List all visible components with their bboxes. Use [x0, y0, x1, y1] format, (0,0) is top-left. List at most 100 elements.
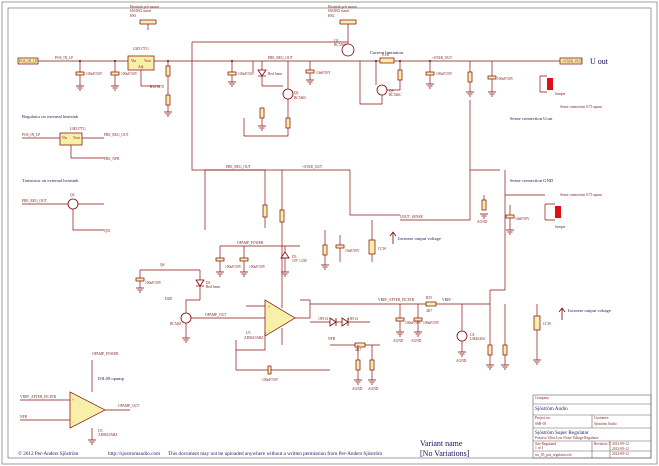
opamp-power-net: OPAMP_POWER — [237, 241, 264, 245]
vref-after-net2: VREF_AFTER_FILTER — [20, 395, 57, 399]
website: http://sjostromaudio.com — [108, 451, 160, 457]
opamp-out-net2: OPAMP_OUT — [118, 404, 140, 408]
led-value: Red 3mm — [268, 72, 282, 76]
drawn-file: ssr_05_pos_regulator.sch — [535, 453, 572, 457]
vref-net: VREF — [442, 298, 451, 302]
svg-text:AGND: AGND — [352, 387, 363, 391]
page-number: 1 of 1 — [535, 446, 544, 450]
svg-text:+: + — [72, 398, 74, 402]
svg-text:Vout: Vout — [144, 59, 151, 63]
j1-connector — [547, 78, 553, 90]
svg-text:100uF/50V: 100uF/50V — [225, 265, 242, 269]
svg-text:10nF/50V: 10nF/50V — [316, 71, 331, 75]
pre-reg-out-net2: PRE_REG_OUT — [226, 165, 252, 169]
svg-text:10nF/50V: 10nF/50V — [515, 217, 530, 221]
u1-label: LM317TG — [133, 47, 149, 51]
star-out-net2: +STAR_OUT — [302, 165, 323, 169]
svg-text:Vin: Vin — [62, 136, 67, 140]
svg-text:BC546C: BC546C — [170, 322, 183, 326]
svg-text:100uF/50V: 100uF/50V — [423, 321, 440, 325]
svg-text:−: − — [72, 421, 74, 425]
c-in2 — [110, 71, 120, 76]
svg-text:PRE_NFB: PRE_NFB — [104, 157, 120, 161]
doc-desc2: Site Regulated — [535, 442, 556, 446]
customer-label: Customer: — [594, 416, 609, 420]
pot2 — [533, 315, 541, 331]
c-gnd-sense — [505, 214, 515, 219]
svg-text:AGND: AGND — [368, 387, 379, 391]
vref-after-net: VREF_AFTER_FILTER — [378, 298, 415, 302]
r-agnd2 — [369, 359, 375, 371]
svg-text:BC546C: BC546C — [389, 93, 402, 97]
heatsink1b-label: 6561BG stand — [130, 9, 151, 13]
transistor-ext-title: Transistor on external heatsink — [22, 178, 79, 183]
svg-text:CCW: CCW — [378, 247, 387, 251]
svg-text:R12 M78: R12 M78 — [150, 85, 164, 89]
svg-text:AGND: AGND — [456, 359, 467, 363]
r-pot1 — [322, 244, 328, 256]
svg-text:Red 3mm: Red 3mm — [206, 285, 220, 289]
r-mid1 — [262, 204, 268, 218]
c-in1 — [75, 71, 85, 76]
dil08-title: DIL08 opamp — [98, 376, 125, 381]
heatsink2-label: Heatsink pcb mount — [328, 5, 357, 9]
svg-text:PRE_REG_OUT: PRE_REG_OUT — [22, 199, 48, 203]
c-pre1 — [227, 71, 237, 76]
date-3: 2012-09-12 — [612, 452, 629, 456]
svg-text:100uF/50V: 100uF/50V — [405, 321, 422, 325]
svg-text:10nF/50V: 10nF/50V — [345, 249, 360, 253]
u4-label: U4 — [470, 333, 475, 337]
u2-label: LM317TG — [70, 127, 86, 131]
c-sense — [335, 244, 345, 249]
svg-text:AD8610ARZ: AD8610ARZ — [244, 336, 264, 340]
pos-in-lp-port-label: POS_IN_LP — [19, 60, 37, 64]
svg-text:AGND: AGND — [411, 339, 422, 343]
svg-text:100uF/50V: 100uF/50V — [121, 72, 138, 76]
svg-text:LM4040A: LM4040A — [470, 337, 486, 341]
pot1 — [368, 239, 376, 255]
r-u1-b — [165, 94, 171, 106]
sense-gnd-title: Sense connection GND — [510, 178, 554, 183]
svg-text:BC556C: BC556C — [334, 43, 347, 47]
pre-reg-out-net: PRE_REG_OUT — [268, 56, 294, 60]
c-vref2 — [413, 317, 423, 322]
svg-text:AGND: AGND — [393, 339, 404, 343]
svg-text:BC546C: BC546C — [294, 96, 307, 100]
svg-text:100uF/50V: 100uF/50V — [497, 77, 514, 81]
svg-text:0.1R: 0.1R — [382, 53, 389, 57]
svg-text:4K7: 4K7 — [426, 309, 432, 313]
svg-text:100uF/50V: 100uF/50V — [238, 72, 255, 76]
c-q6 — [135, 277, 145, 282]
svg-text:R35: R35 — [426, 296, 432, 300]
svg-text:10V 1/2W: 10V 1/2W — [292, 259, 308, 263]
hs2-label: HS2 — [328, 14, 335, 18]
r-cl — [397, 69, 403, 81]
svg-text:−: − — [268, 329, 270, 333]
jumper2: Jumper — [555, 225, 566, 229]
sense-text2: Sense connection 0.75 sqmm — [560, 193, 602, 197]
r-agnd1 — [355, 359, 361, 371]
svg-text:100uF/50V: 100uF/50V — [262, 378, 279, 382]
r-mid2 — [279, 209, 285, 223]
svg-text:CCW: CCW — [543, 322, 552, 326]
d1-label: D1 — [206, 281, 211, 285]
nfb-net2: NFB — [20, 415, 28, 419]
c-vref1 — [395, 317, 405, 322]
svg-text:Adj: Adj — [138, 65, 143, 69]
r-q2 — [259, 107, 265, 119]
project-label: Project no: — [535, 416, 551, 420]
dil08-opamp — [69, 391, 106, 429]
svg-text:+: + — [268, 305, 270, 309]
svg-text:Vout: Vout — [73, 136, 80, 140]
heatsink1-label: Heatsink pcb mount — [130, 5, 159, 9]
svg-text:100uF/50V: 100uF/50V — [145, 281, 162, 285]
r-lower1 — [487, 344, 493, 356]
svg-text:Vin: Vin — [131, 59, 136, 63]
date-1: 2012-09-12 — [612, 442, 629, 446]
r-lower2 — [502, 344, 508, 356]
star-out-net: +STAR_OUT — [432, 56, 453, 60]
q3-label: Q3 — [389, 89, 394, 93]
svg-text:100uF/50V: 100uF/50V — [86, 72, 103, 76]
